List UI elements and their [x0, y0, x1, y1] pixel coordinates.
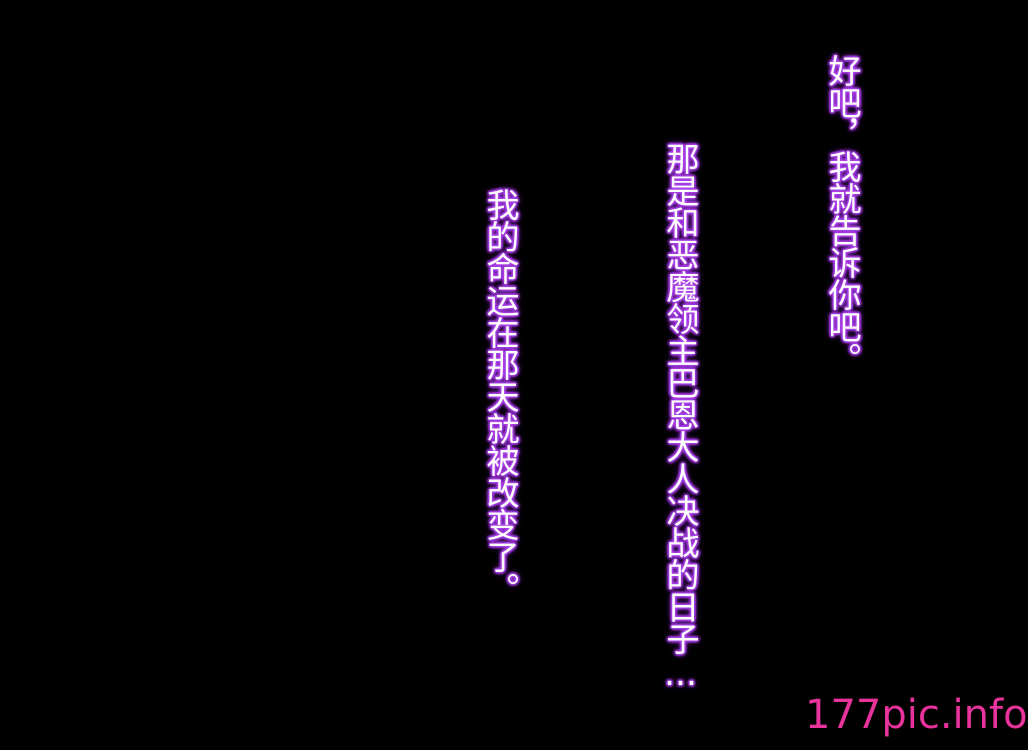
narration-line-2: 那是和恶魔领主巴恩大人决战的日子… [661, 142, 700, 692]
narration-line-1: 好吧，我就告诉你吧。 [823, 54, 862, 374]
narration-line-3: 我的命运在那天就被改变了。 [481, 188, 520, 604]
watermark: 177pic.info [805, 692, 1028, 738]
